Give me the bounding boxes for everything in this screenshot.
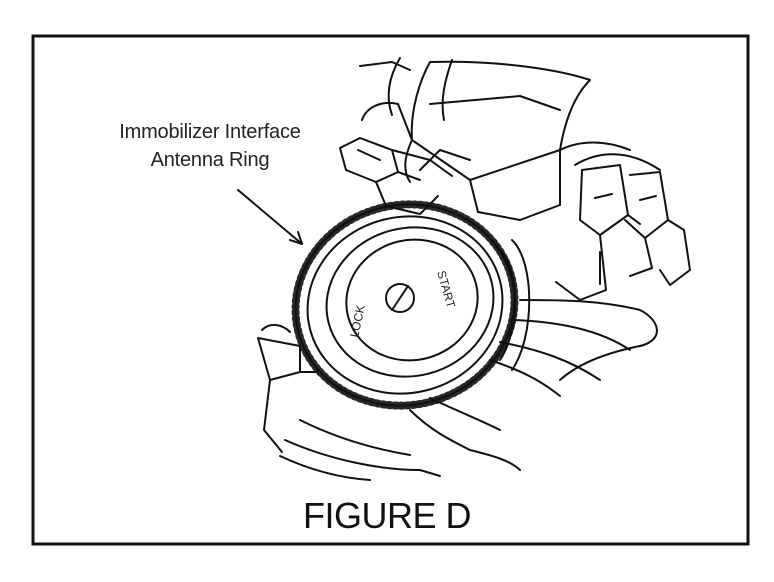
- callout-line-1: Immobilizer Interface: [119, 121, 301, 143]
- right-connectors: [555, 141, 691, 301]
- dial-lock-label: LOCK: [347, 304, 367, 339]
- wiring-harness: [279, 299, 658, 481]
- arrow-icon: [237, 189, 303, 245]
- figure-caption: FIGURE D: [302, 495, 472, 536]
- ignition-cylinder: [325, 226, 531, 378]
- antenna-ring-callout: Immobilizer Interface Antenna Ring: [60, 118, 360, 174]
- steering-column-harness: [359, 57, 591, 221]
- dial-start-label: START: [434, 269, 458, 310]
- callout-line-2: Antenna Ring: [150, 149, 270, 171]
- key-slot-icon: [385, 283, 415, 313]
- left-bracket: [257, 324, 319, 453]
- figure-frame: [31, 34, 750, 546]
- antenna-ring: [291, 200, 519, 410]
